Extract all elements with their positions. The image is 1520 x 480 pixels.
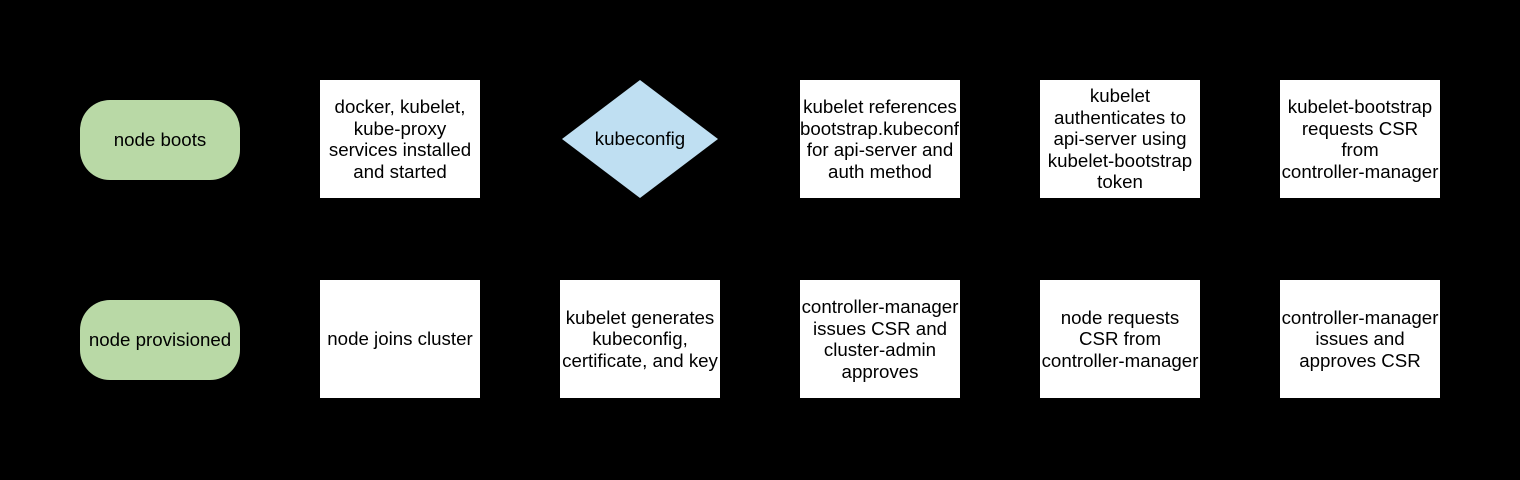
kubeconfig-diamond: kubeconfig: [562, 80, 718, 198]
node-joins-cluster-label: node joins cluster: [327, 328, 473, 350]
node-joins-cluster-box: node joins cluster: [320, 280, 480, 398]
node-boots-label: node boots: [113, 129, 207, 151]
kubelet-bootstrap-requests-label: kubelet-bootstrap requests CSR from cont…: [1281, 96, 1439, 182]
kubelet-generates-box: kubelet generates kubeconfig, certificat…: [560, 280, 720, 398]
node-requests-csr-box: node requests CSR from controller-manage…: [1040, 280, 1200, 398]
kubelet-authenticates-box: kubelet authenticates to api-server usin…: [1040, 80, 1200, 198]
kubeconfig-label: kubeconfig: [594, 128, 686, 150]
kubelet-generates-label: kubelet generates kubeconfig, certificat…: [562, 306, 718, 371]
kubelet-references-box: kubelet references bootstrap.kubeconfig …: [800, 80, 974, 198]
controller-manager-issues-approves-csr-box: controller-manager issues and approves C…: [1280, 280, 1440, 398]
node-provisioned-label: node provisioned: [88, 329, 232, 351]
node-requests-csr-label: node requests CSR from controller-manage…: [1041, 306, 1199, 371]
controller-manager-issues-admin-approves-box: controller-manager issues CSR and cluste…: [800, 280, 960, 398]
kubelet-references-label: kubelet references bootstrap.kubeconfig …: [800, 96, 974, 182]
kubelet-authenticates-label: kubelet authenticates to api-server usin…: [1047, 85, 1193, 193]
kubelet-bootstrap-requests-box: kubelet-bootstrap requests CSR from cont…: [1280, 80, 1440, 198]
controller-manager-issues-approves-csr-label: controller-manager issues and approves C…: [1281, 306, 1439, 371]
controller-manager-issues-admin-approves-label: controller-manager issues CSR and cluste…: [801, 296, 959, 382]
node-provisioned-pill: node provisioned: [80, 300, 240, 380]
node-boots-pill: node boots: [80, 100, 240, 180]
services-installed-box: docker, kubelet, kube-proxy services ins…: [320, 80, 480, 198]
services-installed-label: docker, kubelet, kube-proxy services ins…: [328, 96, 472, 182]
